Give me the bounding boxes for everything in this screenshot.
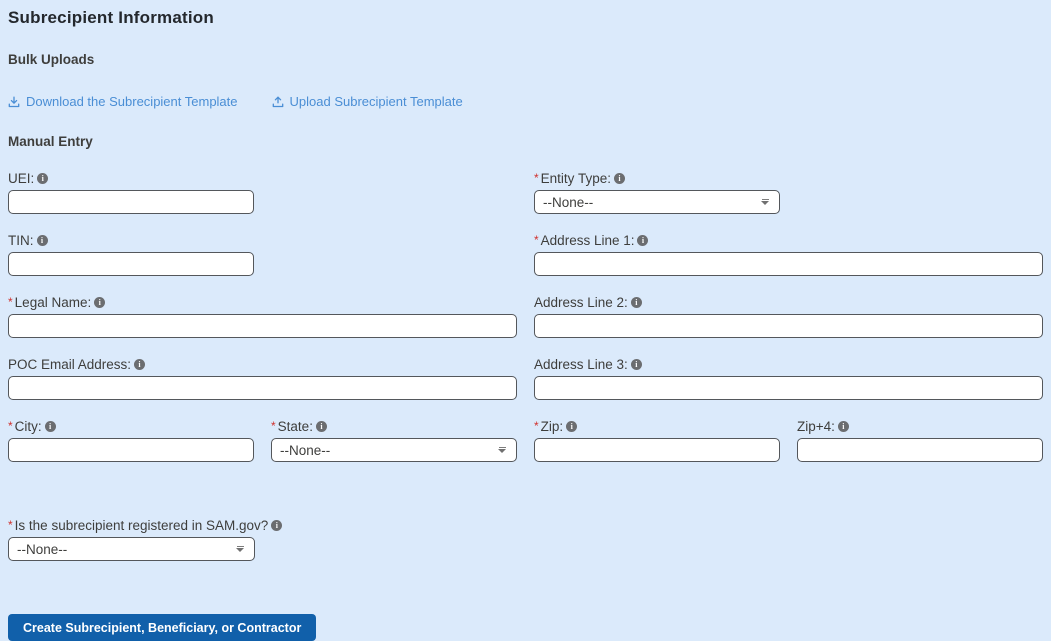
sam-registered-label: * Is the subrecipient registered in SAM.…	[8, 518, 517, 533]
field-state: * State: --None--	[271, 419, 517, 462]
required-asterisk: *	[271, 419, 276, 433]
zip-input[interactable]	[534, 438, 780, 462]
entity-type-label: * Entity Type:	[534, 171, 780, 186]
legal-name-label: * Legal Name:	[8, 295, 517, 310]
poc-email-label: POC Email Address:	[8, 357, 517, 372]
address-line-2-label: Address Line 2:	[534, 295, 1043, 310]
legal-name-input[interactable]	[8, 314, 517, 338]
chevron-down-icon	[498, 447, 506, 453]
tin-label: TIN:	[8, 233, 254, 248]
field-poc-email: POC Email Address:	[8, 357, 517, 400]
field-zip4: Zip+4:	[797, 419, 1043, 462]
zip4-label: Zip+4:	[797, 419, 1043, 434]
info-icon[interactable]	[134, 359, 146, 370]
info-icon[interactable]	[630, 297, 642, 308]
info-icon[interactable]	[315, 421, 327, 432]
address-line-1-input[interactable]	[534, 252, 1043, 276]
state-select[interactable]: --None--	[271, 438, 517, 462]
info-icon[interactable]	[94, 297, 106, 308]
sam-registered-select[interactable]: --None--	[8, 537, 255, 561]
field-legal-name: * Legal Name:	[8, 295, 517, 338]
download-template-label: Download the Subrecipient Template	[26, 94, 238, 109]
city-label: * City:	[8, 419, 254, 434]
manual-entry-heading: Manual Entry	[8, 134, 93, 149]
required-asterisk: *	[534, 233, 539, 247]
bulk-uploads-heading: Bulk Uploads	[8, 52, 95, 67]
required-asterisk: *	[534, 419, 539, 433]
required-asterisk: *	[8, 419, 13, 433]
upload-template-label: Upload Subrecipient Template	[289, 94, 463, 109]
info-icon[interactable]	[637, 235, 649, 246]
create-subrecipient-button[interactable]: Create Subrecipient, Beneficiary, or Con…	[8, 614, 317, 641]
city-input[interactable]	[8, 438, 254, 462]
zip4-input[interactable]	[797, 438, 1043, 462]
field-tin: TIN:	[8, 233, 254, 276]
field-address-line-1: * Address Line 1:	[534, 233, 1043, 276]
page-title: Subrecipient Information	[8, 8, 214, 27]
uei-input[interactable]	[8, 190, 254, 214]
poc-email-input[interactable]	[8, 376, 517, 400]
info-icon[interactable]	[271, 520, 283, 531]
chevron-down-icon	[761, 199, 769, 205]
zip-label: * Zip:	[534, 419, 780, 434]
address-line-1-label: * Address Line 1:	[534, 233, 1043, 248]
tin-input[interactable]	[8, 252, 254, 276]
manual-entry-form: UEI: * Entity Type: --None-- TIN: * Addr…	[8, 171, 1043, 561]
info-icon[interactable]	[566, 421, 578, 432]
info-icon[interactable]	[630, 359, 642, 370]
entity-type-select[interactable]: --None--	[534, 190, 780, 214]
address-line-2-input[interactable]	[534, 314, 1043, 338]
entity-type-selected-value: --None--	[543, 194, 594, 210]
info-icon[interactable]	[44, 421, 56, 432]
info-icon[interactable]	[837, 421, 849, 432]
address-line-3-label: Address Line 3:	[534, 357, 1043, 372]
info-icon[interactable]	[37, 173, 49, 184]
required-asterisk: *	[534, 171, 539, 185]
upload-icon	[272, 96, 283, 107]
required-asterisk: *	[8, 518, 13, 532]
template-links-row: Download the Subrecipient Template Uploa…	[8, 94, 1043, 109]
download-icon	[8, 96, 20, 107]
field-city: * City:	[8, 419, 254, 462]
field-address-line-2: Address Line 2:	[534, 295, 1043, 338]
field-address-line-3: Address Line 3:	[534, 357, 1043, 400]
field-uei: UEI:	[8, 171, 254, 214]
chevron-down-icon	[236, 546, 244, 552]
sam-registered-selected-value: --None--	[17, 541, 68, 557]
required-asterisk: *	[8, 295, 13, 309]
upload-template-link[interactable]: Upload Subrecipient Template	[272, 94, 463, 109]
info-icon[interactable]	[36, 235, 48, 246]
field-zip: * Zip:	[534, 419, 780, 462]
download-template-link[interactable]: Download the Subrecipient Template	[8, 94, 238, 109]
field-sam-registered: * Is the subrecipient registered in SAM.…	[8, 481, 517, 561]
field-entity-type: * Entity Type: --None--	[534, 171, 780, 214]
uei-label: UEI:	[8, 171, 254, 186]
info-icon[interactable]	[613, 173, 625, 184]
state-label: * State:	[271, 419, 517, 434]
address-line-3-input[interactable]	[534, 376, 1043, 400]
state-selected-value: --None--	[280, 442, 331, 458]
